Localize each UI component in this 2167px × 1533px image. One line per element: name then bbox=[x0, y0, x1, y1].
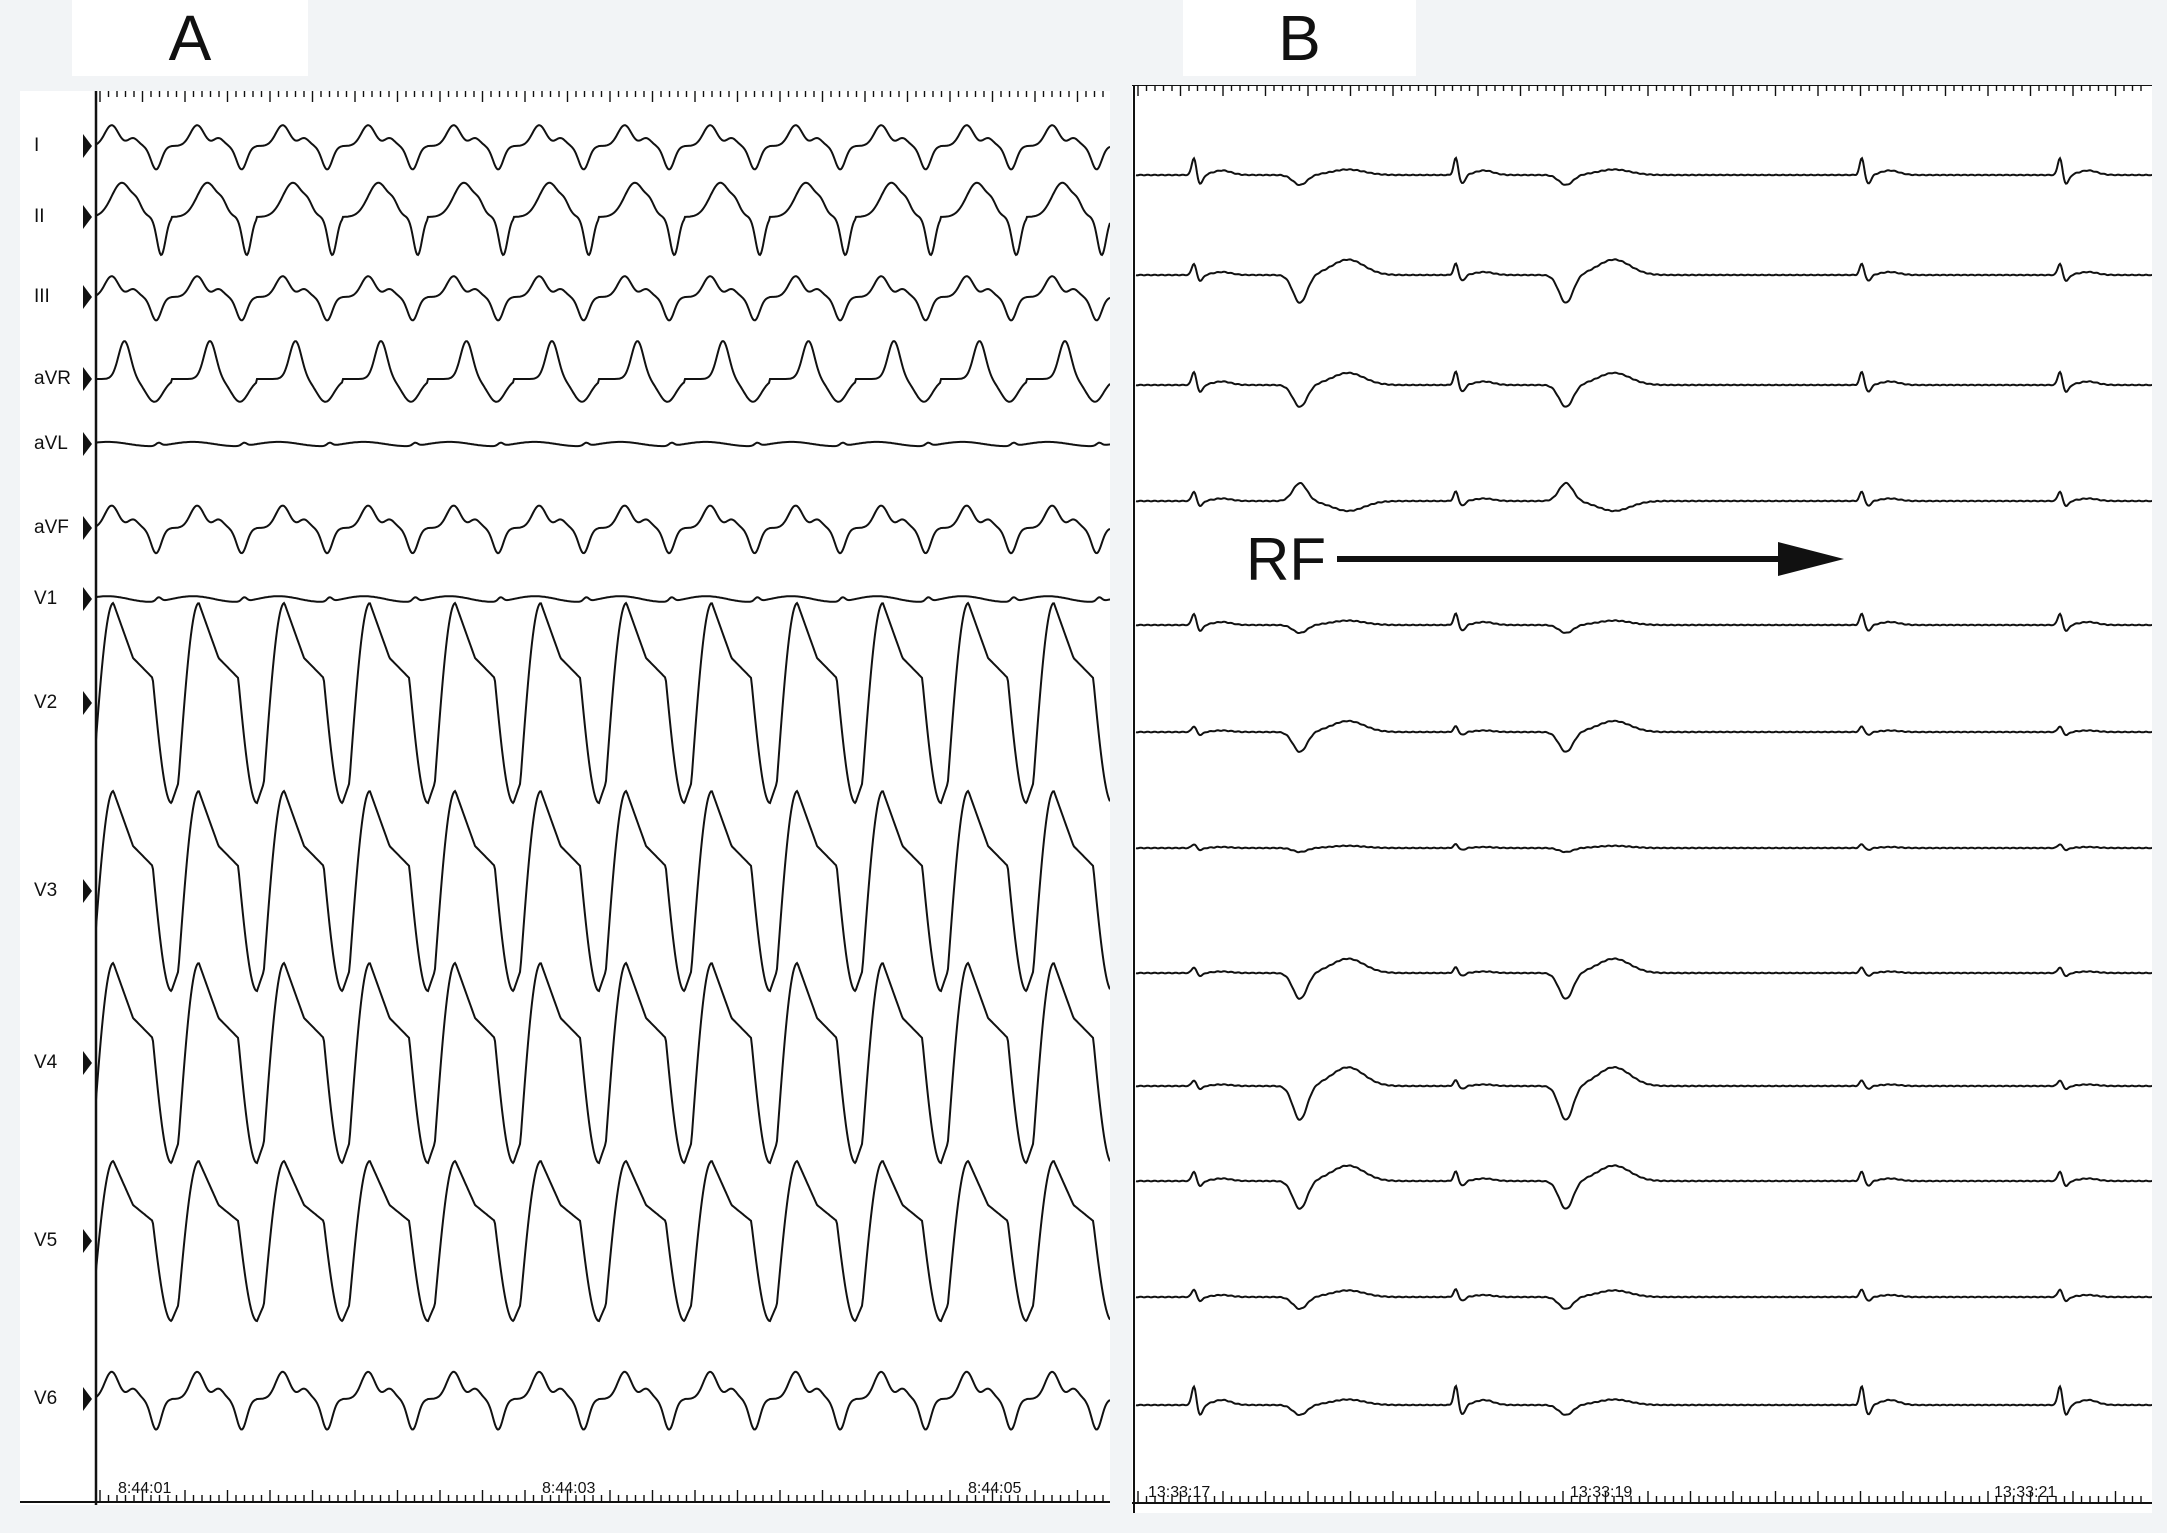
lead-label-avr: aVR bbox=[34, 368, 71, 389]
panel-b-top-ruler bbox=[1137, 85, 2142, 96]
rf-arrow-head bbox=[1778, 542, 1844, 576]
ecg-trace-a-12 bbox=[95, 1370, 1110, 1431]
ecg-panel-b: RF 13:33:17 13:33:19 13:33:21 bbox=[1132, 85, 2152, 1513]
lead-label-iii: III bbox=[34, 286, 50, 307]
timestamp-b-1: 13:33:17 bbox=[1148, 1484, 1211, 1501]
lead-marker-7 bbox=[83, 587, 92, 611]
panel-b-bottom-ruler bbox=[1137, 1491, 2142, 1502]
lead-label-avl: aVL bbox=[34, 433, 68, 454]
ecg-trace-a-4 bbox=[96, 340, 1110, 403]
ecg-trace-b-10 bbox=[1135, 1164, 2152, 1210]
timestamp-a-1: 8:44:01 bbox=[118, 1480, 172, 1497]
lead-label-avf: aVF bbox=[34, 517, 69, 538]
lead-label-v2: V2 bbox=[34, 692, 58, 713]
ecg-trace-a-5 bbox=[95, 440, 1110, 448]
ecg-trace-a-3 bbox=[95, 275, 1110, 322]
lead-label-i: I bbox=[34, 135, 40, 156]
ecg-trace-b-11 bbox=[1135, 1288, 2152, 1311]
ecg-trace-b-4 bbox=[1135, 481, 2152, 513]
ecg-panel-b-traces bbox=[1132, 85, 2152, 1513]
ecg-panel-a-traces bbox=[20, 91, 1110, 1505]
panel-a-bottom-ruler bbox=[99, 1490, 1104, 1501]
lead-label-ii: II bbox=[34, 206, 45, 227]
ecg-trace-a-6 bbox=[95, 504, 1110, 555]
lead-label-v4: V4 bbox=[34, 1052, 58, 1073]
panel-a-top-ruler bbox=[99, 91, 1104, 102]
timestamp-b-2: 13:33:19 bbox=[1570, 1484, 1633, 1501]
lead-label-v5: V5 bbox=[34, 1230, 58, 1251]
timestamp-a-3: 8:44:05 bbox=[968, 1480, 1022, 1497]
panel-b-title: B bbox=[1183, 0, 1416, 76]
lead-marker-4 bbox=[83, 367, 92, 391]
lead-marker-5 bbox=[83, 432, 92, 456]
lead-marker-11 bbox=[83, 1229, 92, 1253]
ecg-trace-a-8 bbox=[95, 601, 1110, 805]
ecg-panel-a: I II III aVR aVL aVF V1 V2 V3 V4 V5 V6 8… bbox=[20, 91, 1110, 1505]
lead-marker-8 bbox=[83, 691, 92, 715]
timestamp-b-3: 13:33:21 bbox=[1994, 1484, 2057, 1501]
ecg-trace-b-7 bbox=[1135, 843, 2152, 854]
panel-a-title: A bbox=[72, 0, 308, 76]
ecg-trace-a-11 bbox=[95, 1159, 1110, 1323]
ecg-trace-b-9 bbox=[1135, 1065, 2152, 1121]
ecg-trace-a-9 bbox=[95, 789, 1110, 993]
lead-label-v1: V1 bbox=[34, 588, 58, 609]
ecg-trace-a-2 bbox=[95, 181, 1110, 257]
ecg-trace-b-1 bbox=[1135, 156, 2152, 187]
ecg-trace-b-2 bbox=[1135, 258, 2152, 304]
lead-label-v3: V3 bbox=[34, 880, 58, 901]
lead-marker-2 bbox=[83, 205, 92, 229]
lead-label-v6: V6 bbox=[34, 1388, 58, 1409]
lead-marker-1 bbox=[83, 134, 92, 158]
lead-marker-10 bbox=[83, 1051, 92, 1075]
ecg-trace-a-10 bbox=[95, 961, 1110, 1165]
ecg-trace-a-1 bbox=[95, 124, 1110, 171]
ecg-trace-b-3 bbox=[1135, 370, 2152, 408]
ecg-trace-b-5 bbox=[1135, 612, 2152, 634]
lead-marker-12 bbox=[83, 1387, 92, 1411]
lead-marker-3 bbox=[83, 285, 92, 309]
panel-b-label: B bbox=[1278, 2, 1321, 74]
ecg-trace-a-7 bbox=[95, 595, 1110, 603]
timestamp-a-2: 8:44:03 bbox=[542, 1480, 596, 1497]
lead-marker-9 bbox=[83, 879, 92, 903]
ecg-trace-b-12 bbox=[1135, 1384, 2152, 1417]
rf-annotation-label: RF bbox=[1246, 526, 1326, 593]
lead-marker-6 bbox=[83, 516, 92, 540]
panel-a-label: A bbox=[168, 2, 212, 74]
ecg-trace-b-6 bbox=[1135, 719, 2152, 753]
ecg-trace-b-8 bbox=[1135, 957, 2152, 1000]
